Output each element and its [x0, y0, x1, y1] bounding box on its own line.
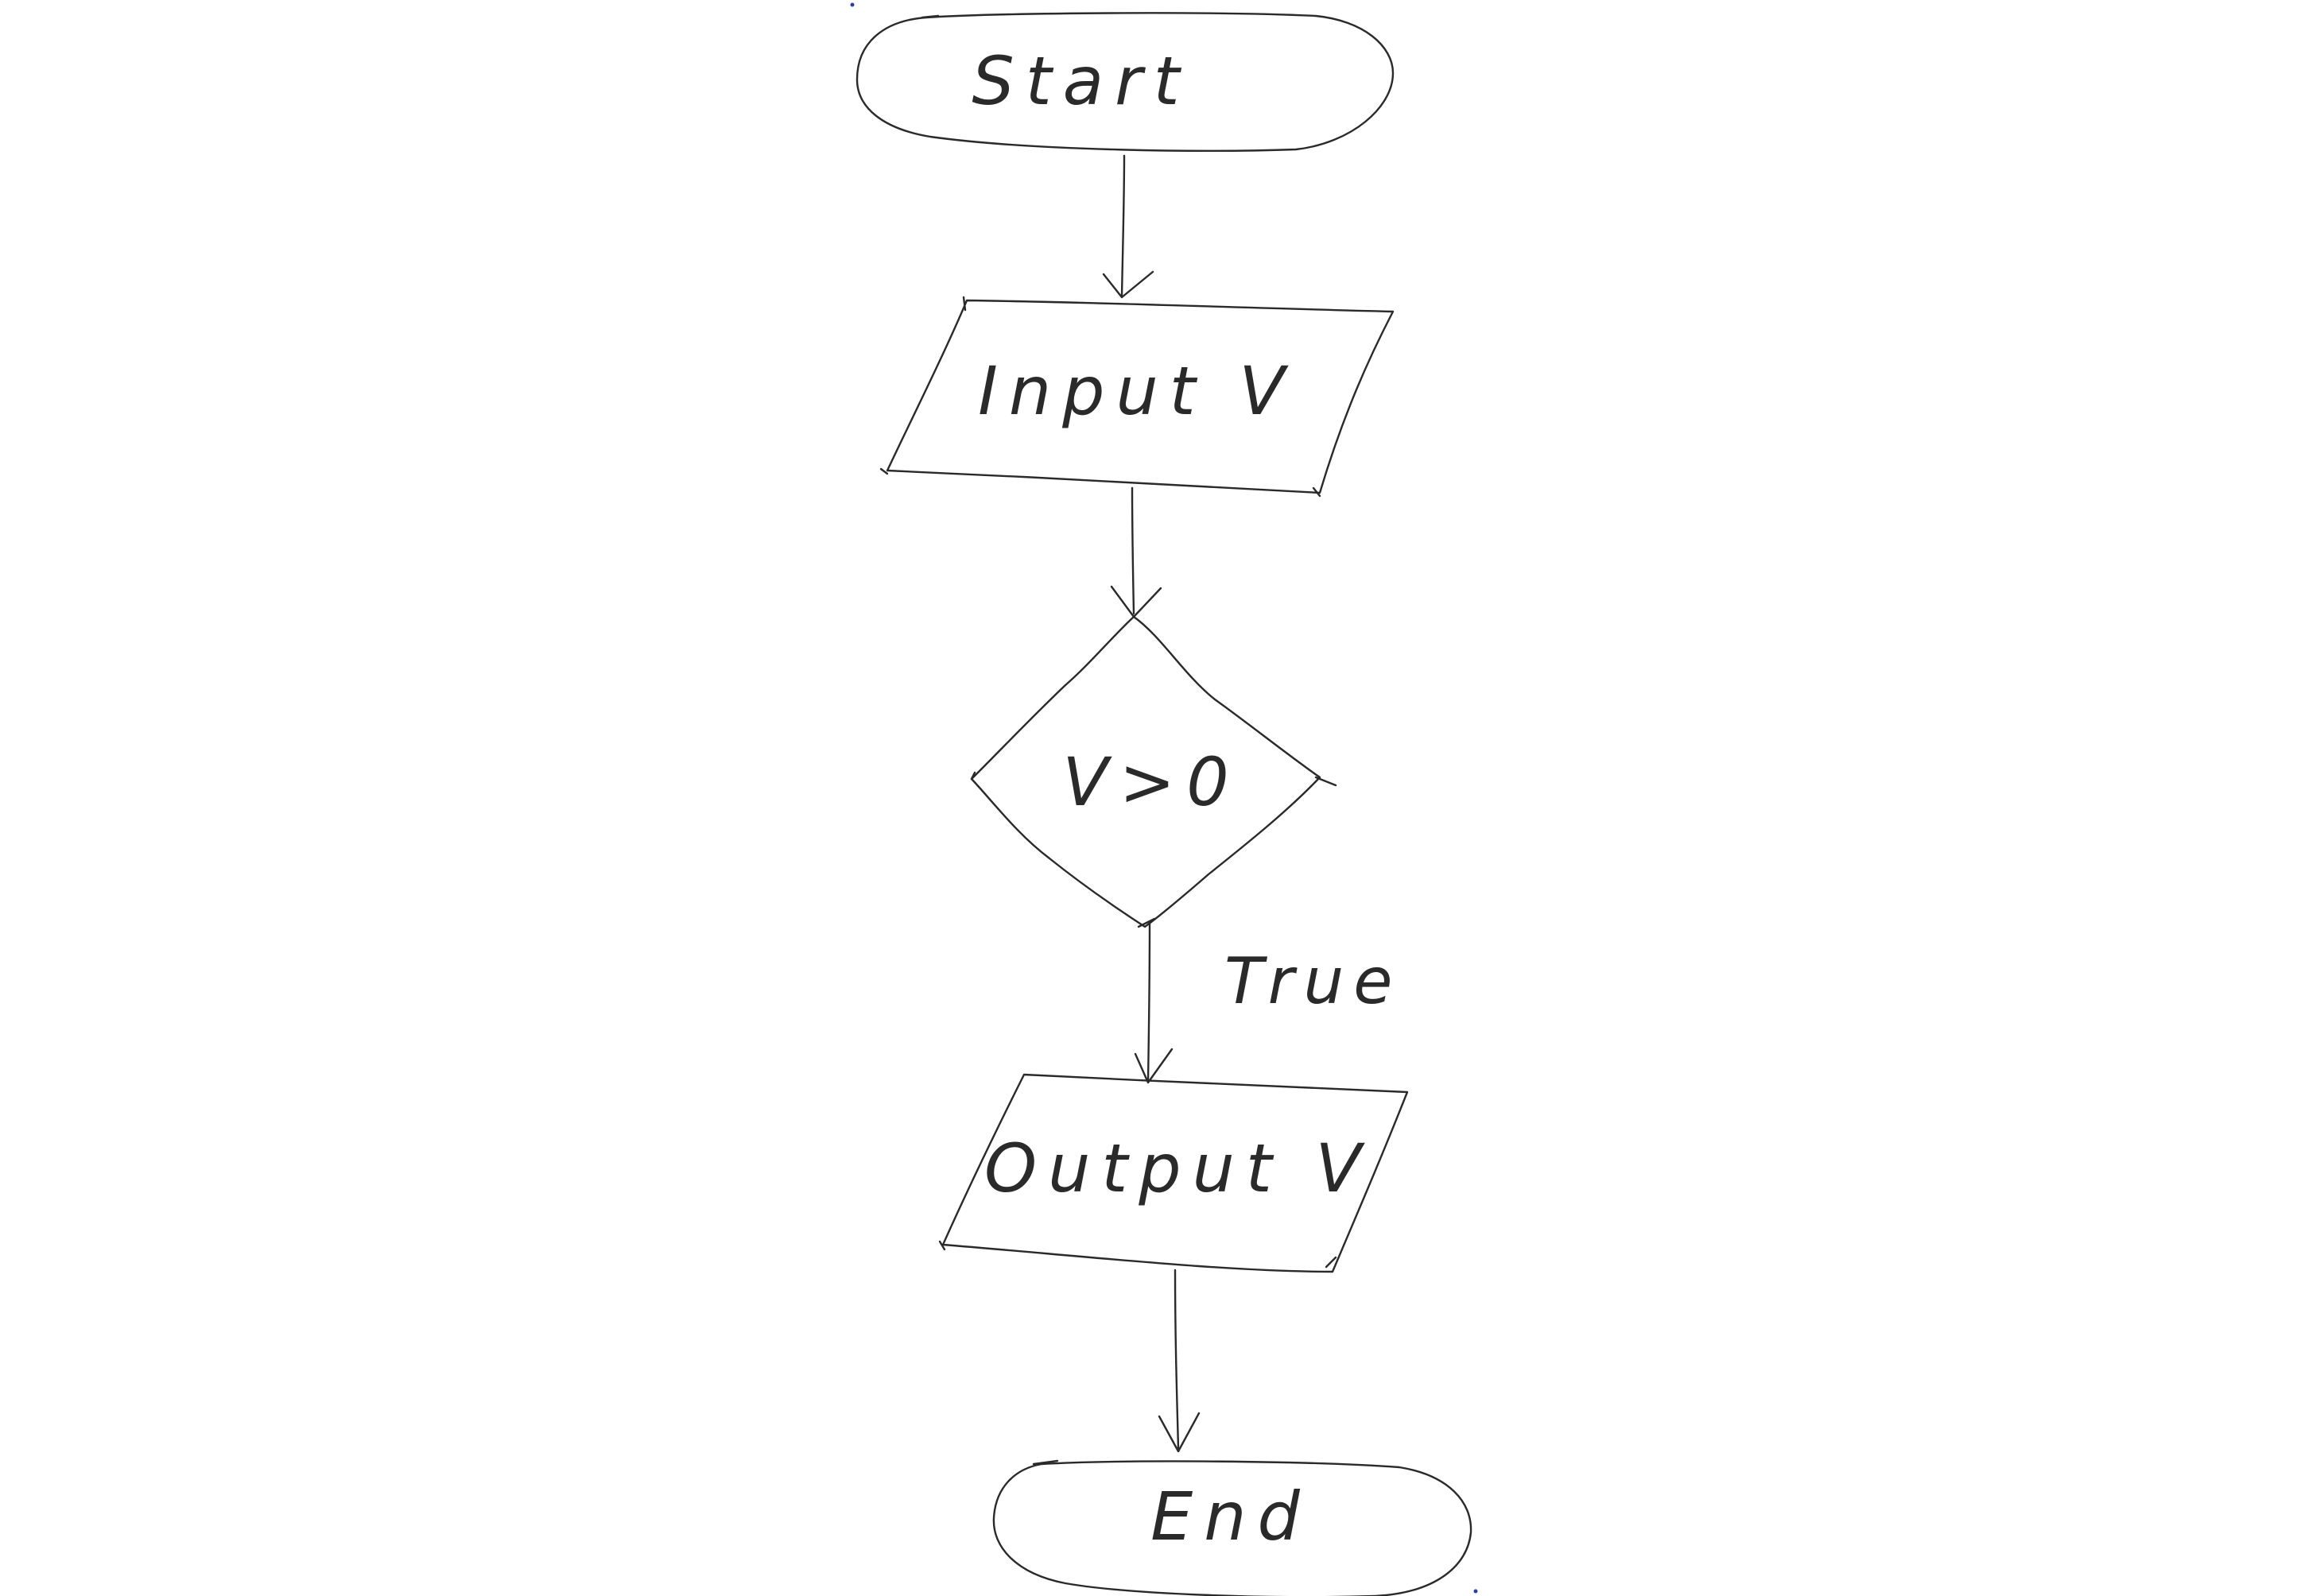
decision-diamond-shape: [970, 615, 1321, 928]
true-edge-label: True: [1224, 944, 1402, 1018]
end-node: End: [992, 1459, 1472, 1596]
output-node: Output V: [938, 1073, 1409, 1273]
arrow-output-to-end: [1158, 1269, 1201, 1453]
end-label: End: [1150, 1478, 1311, 1555]
end-terminal-shape: [992, 1460, 1472, 1596]
input-node: Input V: [879, 296, 1395, 498]
stray-dot: [850, 2, 855, 7]
output-parallelogram-shape: [941, 1073, 1409, 1273]
arrow-start-to-input: [1102, 154, 1154, 299]
start-node: Start: [855, 12, 1395, 152]
start-label: Start: [972, 42, 1190, 120]
start-terminal-shape: [855, 12, 1395, 152]
input-parallelogram-shape: [886, 299, 1395, 494]
stray-dot: [1473, 1589, 1478, 1594]
decision-node: V>0: [970, 615, 1337, 928]
arrow-input-to-decision: [1110, 486, 1162, 618]
output-label: Output V: [984, 1129, 1372, 1207]
input-label: Input V: [978, 352, 1296, 430]
decision-label: V>0: [1062, 743, 1240, 821]
arrow-decision-to-output: True: [1134, 917, 1402, 1084]
